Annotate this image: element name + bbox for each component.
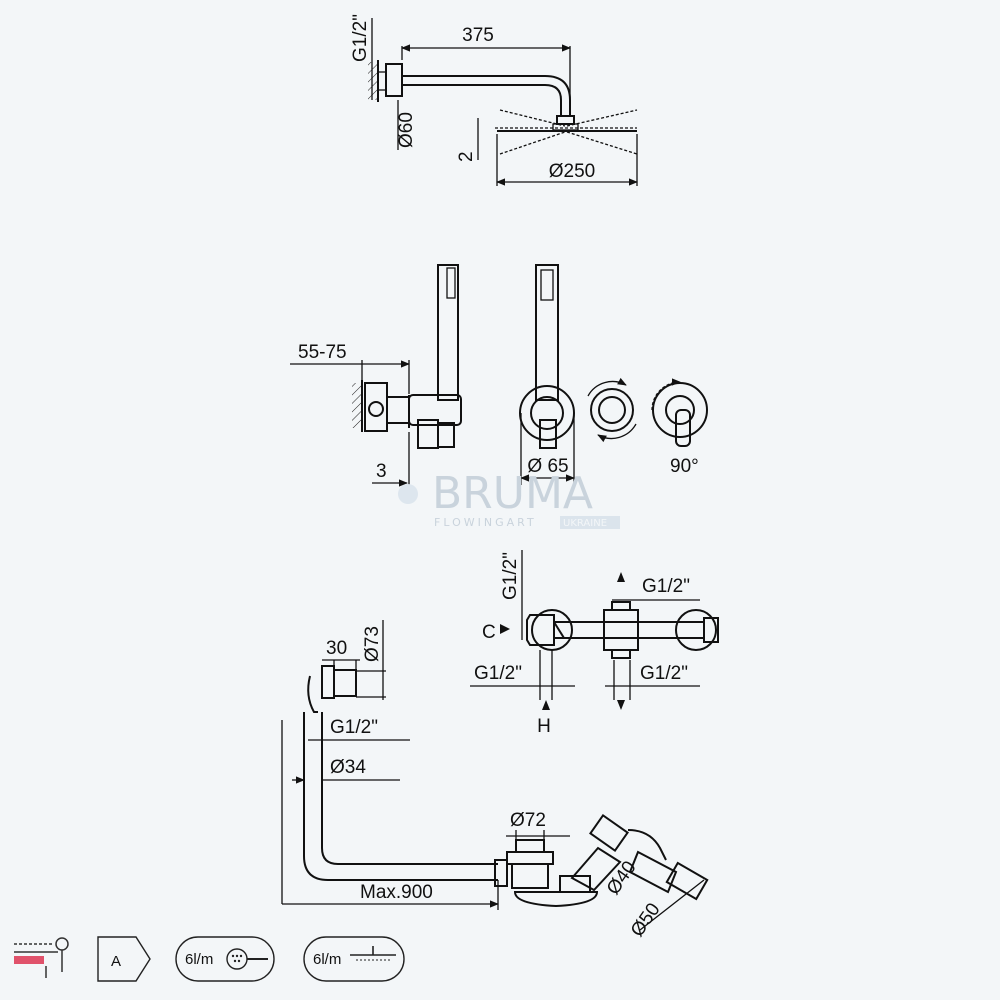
cold-label: C: [482, 622, 496, 643]
head-flow-badge: 6l/m: [303, 936, 405, 982]
pipe-diameter-label: Ø34: [330, 757, 366, 778]
watermark-brand: BRUMA: [432, 468, 593, 519]
hand-shower-side-drawing: 55-75 3: [290, 264, 462, 492]
watermark-sub: FLOWINGART: [434, 516, 537, 529]
energy-class-badge: A: [97, 936, 151, 982]
diverter-top-thread-label: G1/2": [500, 552, 521, 600]
max-length-label: Max.900: [360, 882, 433, 903]
hand-shower-front-drawing: Ø 65 90°: [519, 264, 708, 485]
rotation-label: 90°: [670, 456, 699, 477]
arm-length-label: 375: [462, 25, 494, 46]
hand-flow-label: 6l/m: [185, 951, 213, 968]
flange-diameter-label: Ø60: [396, 112, 417, 148]
diverter-right-bottom-thread-label: G1/2": [640, 663, 688, 684]
plate-diameter-label: Ø 65: [527, 456, 568, 477]
filler-plate-diameter-label: Ø73: [362, 626, 383, 662]
watermark-region: UKRAINE: [563, 518, 607, 529]
diverter-left-bottom-thread-label: G1/2": [474, 663, 522, 684]
wall-depth-label: 55-75: [298, 342, 347, 363]
head-diameter-label: Ø250: [549, 161, 595, 182]
diverter-right-thread-label: G1/2": [642, 576, 690, 597]
filler-depth-label: 30: [326, 638, 347, 659]
energy-class-label: A: [111, 953, 121, 970]
overhead-thread-label: G1/2": [350, 14, 371, 62]
waste-diameter-label: Ø72: [510, 810, 546, 831]
watermark-logo: BRUMA FLOWINGART UKRAINE: [398, 468, 620, 529]
plate-offset-label: 3: [376, 461, 387, 482]
head-thickness-label: 2: [456, 151, 477, 162]
trap-outer-label: Ø50: [627, 899, 665, 940]
installation-icon: [14, 937, 69, 978]
trap-inner-label: Ø40: [603, 857, 641, 898]
filler-thread-label: G1/2": [330, 717, 378, 738]
hot-label: H: [537, 716, 551, 737]
head-flow-label: 6l/m: [313, 951, 341, 968]
diverter-body-drawing: G1/2" G1/2" C G1/2" G1/2" H: [470, 550, 719, 737]
overhead-shower-drawing: 375 G1/2" Ø60 2 Ø250: [350, 14, 638, 186]
hand-flow-badge: 6l/m: [175, 936, 275, 982]
